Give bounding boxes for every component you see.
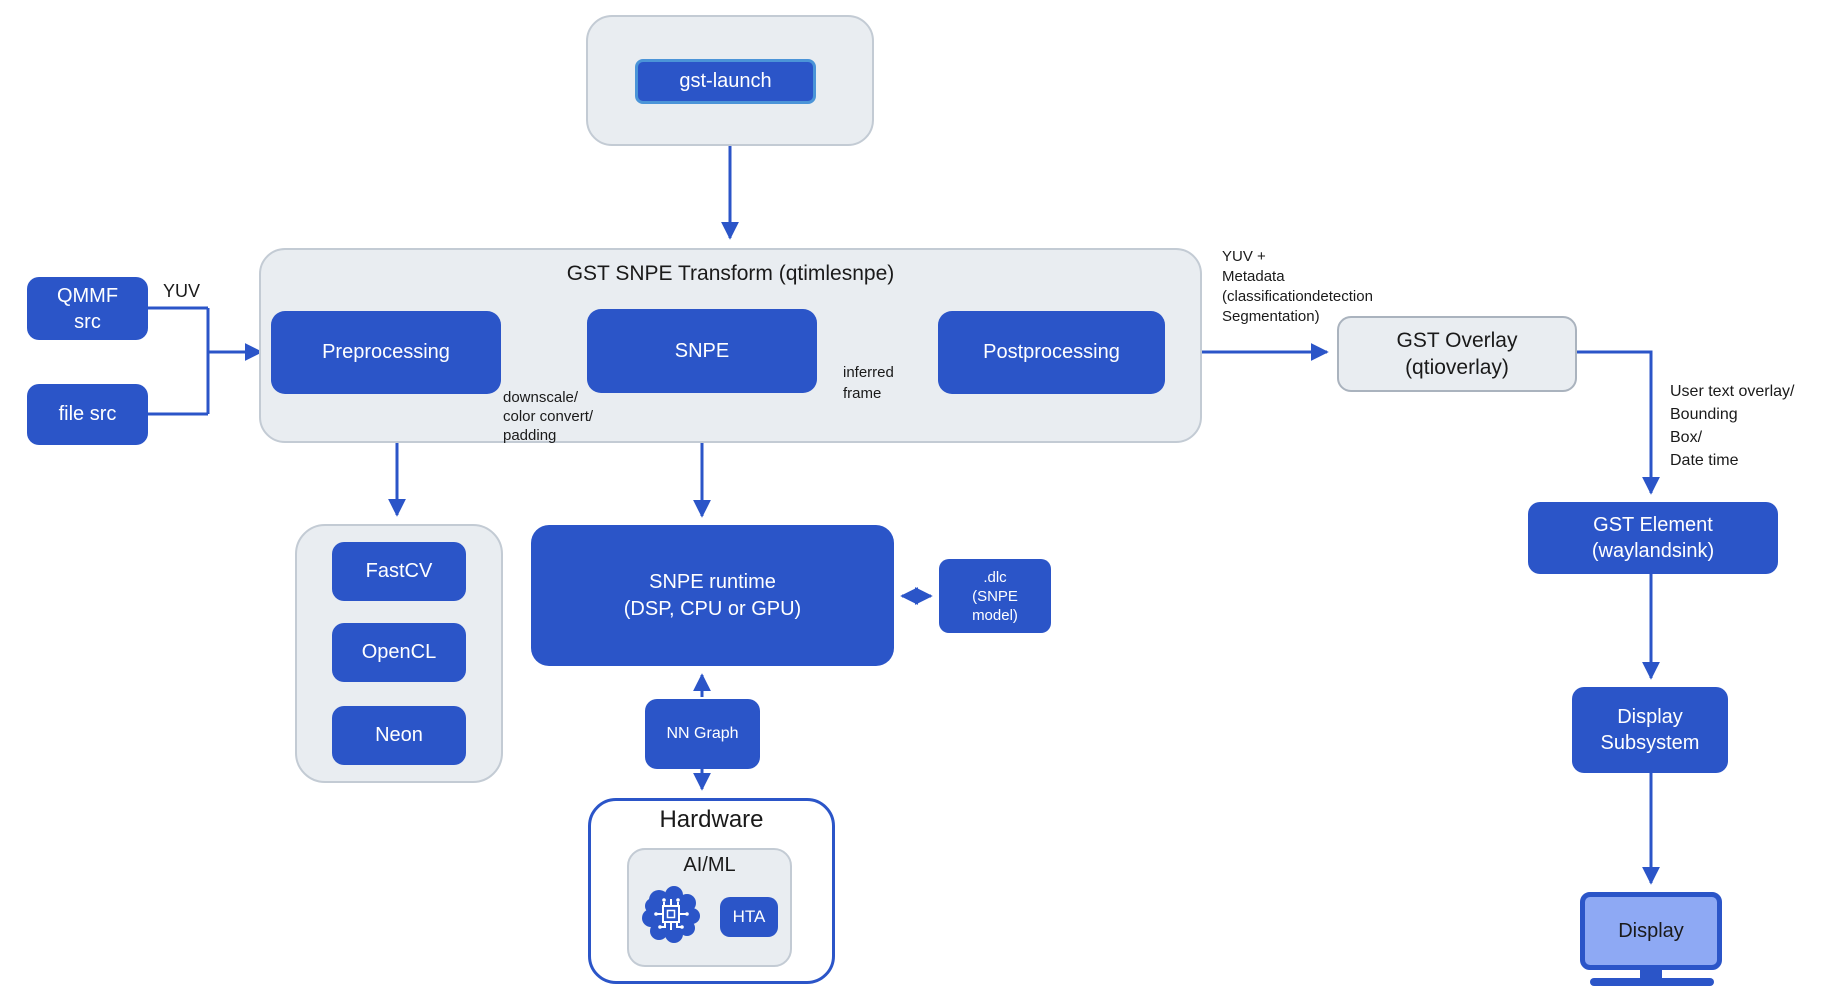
node-preprocessing: Preprocessing <box>271 311 501 394</box>
node-label: (waylandsink) <box>1591 540 1715 562</box>
node-gst-overlay: GST Overlay (qtioverlay) <box>1337 316 1577 392</box>
node-file-src: file src <box>27 384 148 445</box>
aiml-title: AI/ML <box>683 854 736 876</box>
node-label: Display <box>1617 706 1683 728</box>
node-snpe-runtime: SNPE runtime (DSP, CPU or GPU) <box>531 525 894 666</box>
brain-circuit-icon <box>642 886 700 943</box>
node-label: Display <box>1618 919 1684 942</box>
node-label: Preprocessing <box>322 341 450 363</box>
node-label: (SNPE <box>972 587 1018 605</box>
node-label: file src <box>58 403 117 425</box>
node-label: HTA <box>732 907 766 926</box>
node-postprocessing: Postprocessing <box>938 311 1165 394</box>
node-neon: Neon <box>332 706 466 765</box>
node-label: Subsystem <box>1600 732 1700 754</box>
node-label: Neon <box>375 724 423 746</box>
hardware-title: Hardware <box>659 806 764 833</box>
yuv-metadata-annotation: YUV + Metadata (classificationdetection … <box>1222 248 1373 325</box>
node-label: (DSP, CPU or GPU) <box>623 597 802 620</box>
node-label: model) <box>972 606 1018 624</box>
node-label: SNPE <box>674 339 730 362</box>
yuv-label: YUV <box>163 281 201 301</box>
node-display: Display <box>1580 892 1722 970</box>
node-label: (qtioverlay) <box>1405 356 1509 379</box>
node-label: FastCV <box>365 560 433 582</box>
node-dlc-model: .dlc (SNPE model) <box>939 559 1051 633</box>
node-label: OpenCL <box>361 641 437 663</box>
node-snpe: SNPE <box>587 309 817 393</box>
node-label: gst-launch <box>679 70 772 92</box>
overlay-output-annotation: User text overlay/ Bounding Box/ Date ti… <box>1670 383 1795 469</box>
node-label: Postprocessing <box>983 341 1120 363</box>
node-label: NN Graph <box>666 725 739 742</box>
inferred-frame-annotation: inferred frame <box>843 364 894 402</box>
node-qmmf-src: QMMF src <box>27 277 148 340</box>
node-label: SNPE runtime <box>649 570 776 593</box>
node-gst-launch: gst-launch <box>635 59 816 104</box>
node-label: GST Element <box>1593 514 1713 536</box>
monitor-stand-base <box>1590 978 1714 986</box>
node-opencl: OpenCL <box>332 623 466 682</box>
node-label: GST Overlay <box>1396 329 1518 352</box>
node-hta: HTA <box>720 897 778 937</box>
monitor-stand-neck <box>1640 970 1662 980</box>
node-label: .dlc <box>983 568 1007 586</box>
node-nn-graph: NN Graph <box>645 699 760 769</box>
node-display-subsystem: Display Subsystem <box>1572 687 1728 773</box>
transform-title: GST SNPE Transform (qtimlesnpe) <box>566 262 895 285</box>
node-gst-element: GST Element (waylandsink) <box>1528 502 1778 574</box>
node-label: QMMF src <box>56 284 119 333</box>
downscale-annotation: downscale/ color convert/ padding <box>503 389 594 444</box>
node-fastcv: FastCV <box>332 542 466 601</box>
